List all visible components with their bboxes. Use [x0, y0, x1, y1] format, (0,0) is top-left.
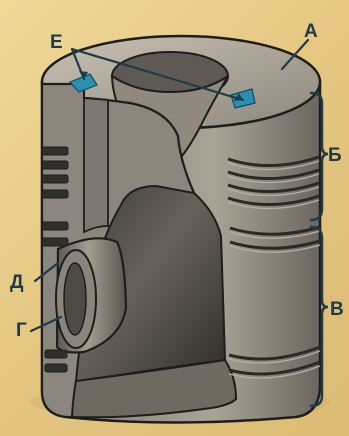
label-d: Д — [10, 273, 24, 292]
pin-bore-inner — [64, 263, 86, 335]
label-a: А — [304, 22, 318, 41]
label-b: Б — [328, 146, 342, 165]
label-e: Е — [50, 33, 63, 52]
label-v: В — [330, 300, 344, 319]
ring-land-section — [84, 98, 108, 232]
label-g: Г — [16, 321, 27, 340]
